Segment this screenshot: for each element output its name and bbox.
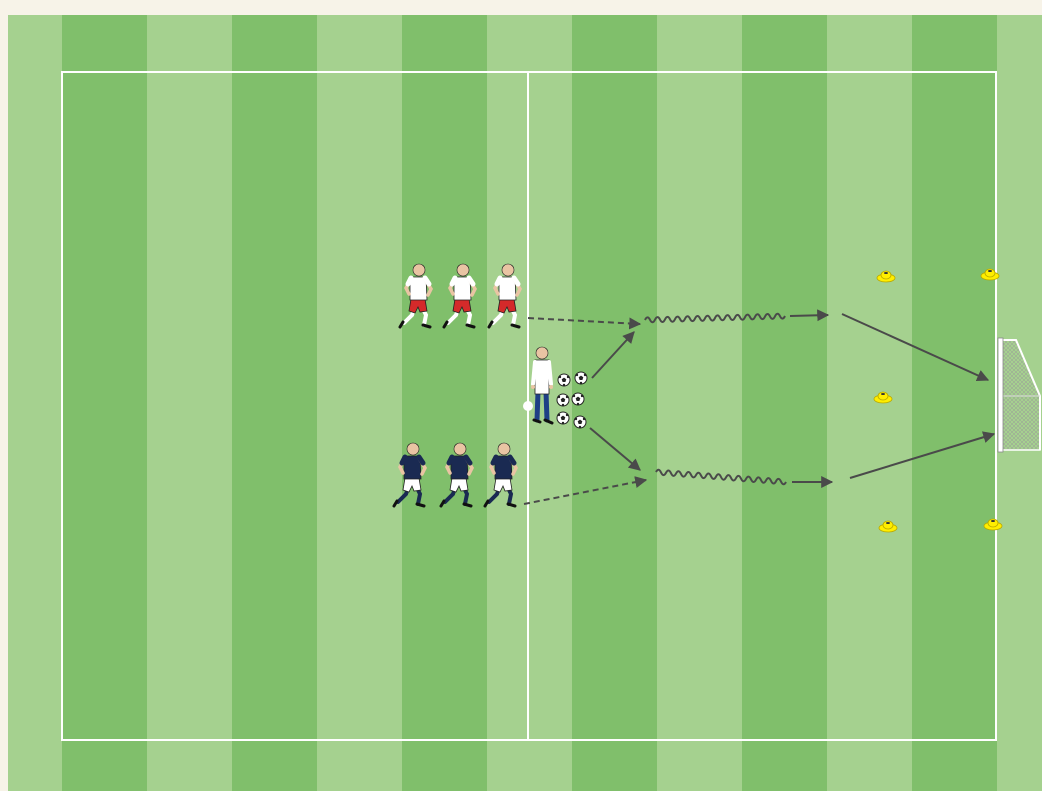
pitch-stripe [147, 15, 232, 791]
boot [467, 325, 474, 327]
sleeve [533, 362, 535, 384]
soccer-ball-icon [558, 374, 570, 386]
leg [546, 392, 547, 420]
center-spot [523, 401, 533, 411]
sleeve [452, 278, 455, 284]
sleeve [402, 457, 405, 463]
pitch-stripe [232, 15, 317, 791]
boot [417, 504, 424, 506]
hand [531, 385, 535, 389]
boot [512, 325, 519, 327]
sleeve [469, 278, 473, 284]
hand [549, 385, 553, 389]
ball-patch [559, 376, 561, 378]
ball-patch [566, 414, 568, 416]
cone-hole [881, 393, 885, 395]
soccer-ball-icon [575, 372, 587, 384]
ball-patch [579, 426, 581, 428]
ball-patch [584, 374, 586, 376]
pitch-stripe [62, 15, 147, 791]
soccer-ball-icon [572, 393, 584, 405]
ball-patch [581, 395, 583, 397]
cone-hole [886, 522, 890, 524]
sleeve [549, 362, 551, 384]
ball-patch [562, 404, 564, 406]
ball-patch [583, 418, 585, 420]
pitch-stripe [912, 15, 997, 791]
ball-patch [573, 395, 575, 397]
ball-patch [580, 382, 582, 384]
pitch-stripe [317, 15, 402, 791]
pitch-stripe [572, 15, 657, 791]
sleeve [425, 278, 429, 284]
ball-patch [566, 396, 568, 398]
soccer-ball-icon [557, 412, 569, 424]
ball-patch [558, 414, 560, 416]
sleeve [497, 278, 500, 284]
soccer-ball-icon [557, 394, 569, 406]
soccer-ball-icon [574, 416, 586, 428]
boot [464, 504, 471, 506]
sleeve [514, 278, 518, 284]
sleeve [408, 278, 411, 284]
ball-patch [576, 374, 578, 376]
pitch-stripe [742, 15, 827, 791]
cone-hole [884, 272, 888, 274]
pitch-stripe [657, 15, 742, 791]
boot [423, 325, 430, 327]
ball-patch [575, 418, 577, 420]
ball-patch [563, 384, 565, 386]
goal-post [998, 338, 1003, 452]
sleeve [419, 457, 423, 463]
pitch-stripe [827, 15, 912, 791]
cone-hole [988, 270, 992, 272]
boot [534, 420, 540, 422]
sleeve [449, 457, 452, 463]
pitch-stripe [402, 15, 487, 791]
ball-patch [558, 396, 560, 398]
sleeve [510, 457, 514, 463]
sleeve [493, 457, 496, 463]
ball-patch [567, 376, 569, 378]
pass-arrow [790, 315, 828, 316]
pitch-stripe [8, 15, 62, 791]
sleeve [466, 457, 470, 463]
leg [537, 392, 538, 420]
boot [508, 504, 515, 506]
ball-patch [562, 422, 564, 424]
shirt [535, 360, 549, 394]
cone-hole [991, 520, 995, 522]
ball-patch [577, 403, 579, 405]
